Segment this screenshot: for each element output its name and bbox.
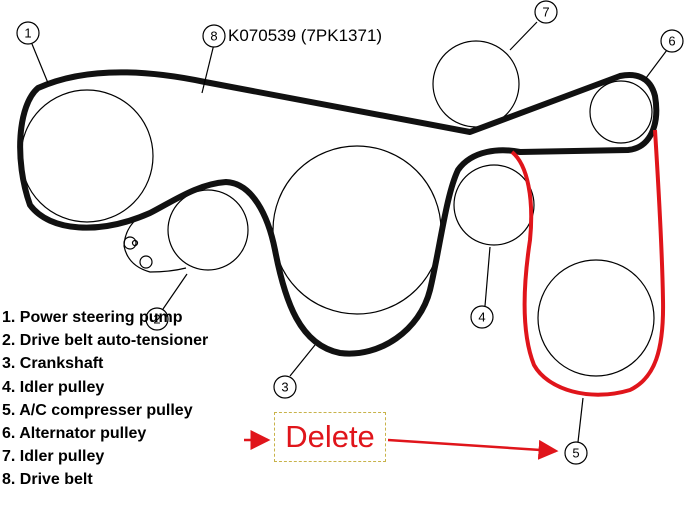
callout-circle-6 [660, 29, 684, 53]
leader-line-4 [484, 246, 491, 307]
crankshaft-pulley [272, 145, 442, 315]
legend-item: 2. Drive belt auto-tensioner [2, 332, 209, 350]
idler-pulley-7 [432, 40, 520, 128]
callout-circle-7 [534, 0, 558, 24]
callout-number-8: 8 [210, 29, 217, 44]
ac-compressor-pulley [537, 259, 655, 377]
auto-tensioner-pulley [167, 189, 249, 271]
callout-number-1: 1 [24, 26, 31, 41]
callout-circle-3 [273, 375, 297, 399]
highlighted-belt-section [510, 129, 666, 397]
part-code-label: K070539 (7PK1371) [228, 26, 382, 45]
callout-circle-5 [564, 441, 588, 465]
callout-number-4: 4 [478, 310, 485, 325]
legend-item: 5. A/C compresser pulley [2, 401, 193, 419]
callout-number-6: 6 [668, 34, 675, 49]
legend-item: 1. Power steering pump [2, 309, 183, 326]
idler-pulley-4 [453, 164, 535, 246]
callout-circle-8 [202, 24, 226, 48]
delete-annotation-label: Delete [285, 419, 375, 454]
legend-item: 4. Idler pulley [2, 378, 105, 396]
leader-line-2 [162, 273, 188, 310]
drive-belt [17, 69, 660, 357]
leader-line-8 [201, 43, 215, 94]
delete-annotation-box: Delete [274, 412, 386, 462]
power-steering-pump-pulley [20, 89, 154, 223]
leader-line-6 [645, 49, 668, 79]
callout-circle-1 [16, 21, 40, 45]
leader-line-5 [577, 397, 584, 443]
leader-line-1 [31, 43, 49, 84]
leader-line-7 [509, 21, 538, 51]
leader-line-3 [289, 344, 316, 377]
callout-number-2: 2 [153, 312, 160, 327]
callout-circle-4 [470, 305, 494, 329]
legend-item: 3. Crankshaft [2, 355, 104, 373]
tensioner-bracket [123, 214, 187, 273]
parts-legend: 1. Power steering pump 2. Drive belt aut… [2, 306, 208, 492]
legend-item: 7. Idler pulley [2, 448, 105, 466]
callout-number-5: 5 [572, 446, 579, 461]
legend-item: 6. Alternator pulley [2, 425, 147, 443]
legend-item: 8. Drive belt [2, 471, 93, 489]
callout-circle-2 [145, 307, 169, 331]
alternator-pulley [589, 80, 653, 144]
callout-number-7: 7 [542, 5, 549, 20]
arrow-to-callout-5 [387, 438, 559, 460]
callout-number-3: 3 [281, 380, 288, 395]
